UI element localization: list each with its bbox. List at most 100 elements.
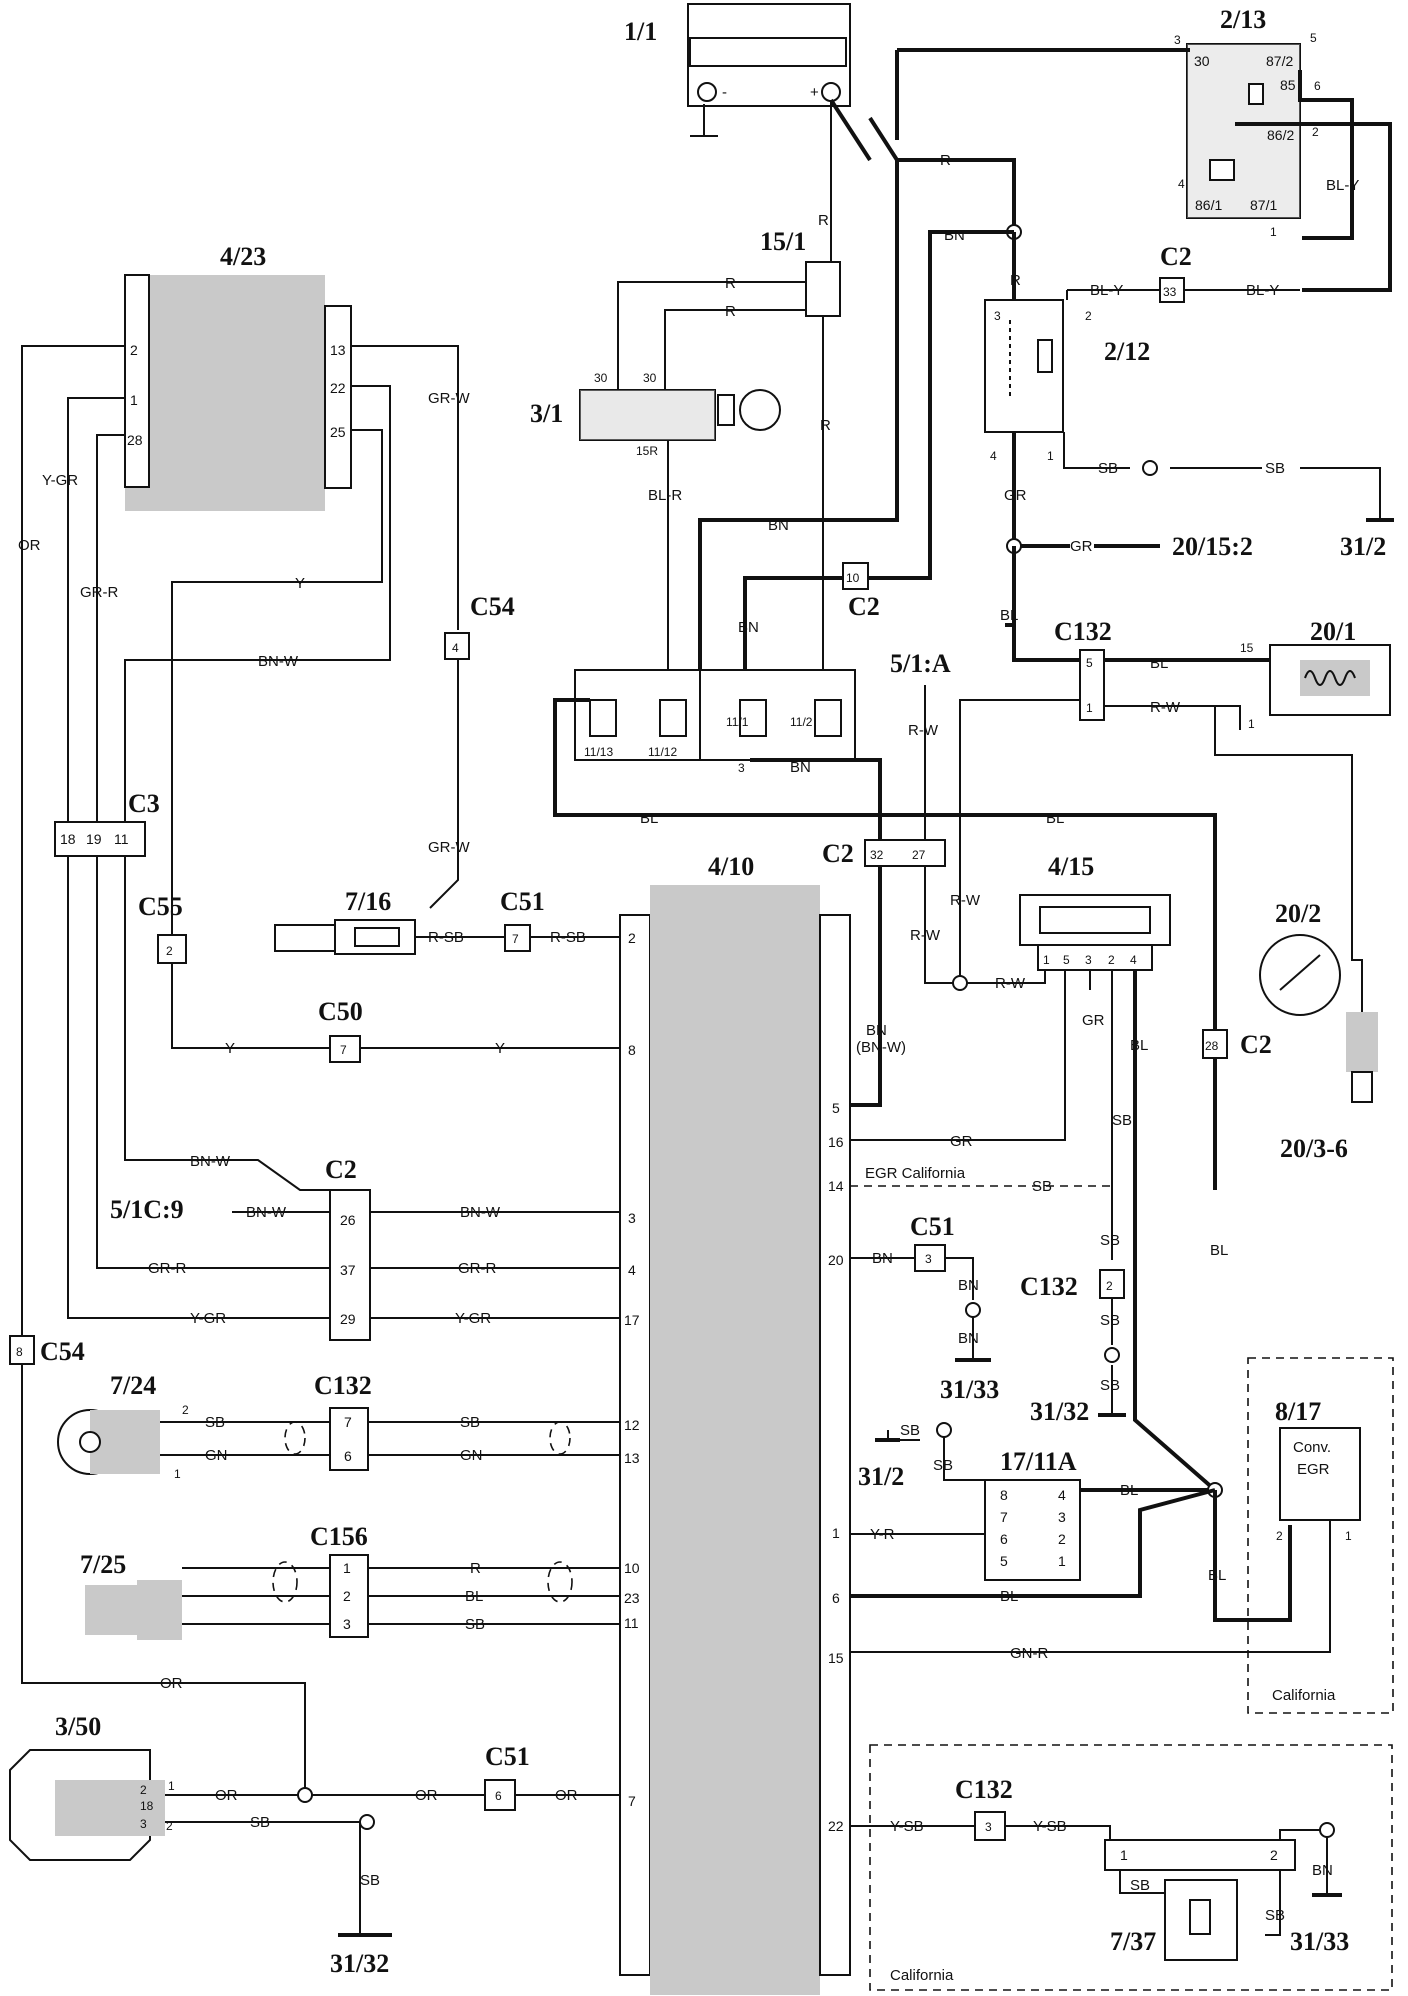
relay-2-13 [1186, 43, 1301, 219]
svg-text:6: 6 [344, 1448, 352, 1464]
svg-text:California: California [1272, 1687, 1336, 1704]
svg-text:EGR California: EGR California [865, 1165, 966, 1182]
svg-text:Y: Y [295, 575, 305, 592]
svg-text:2: 2 [343, 1588, 351, 1604]
svg-text:3: 3 [343, 1616, 351, 1632]
label-c132-b: C132 [314, 1371, 372, 1400]
svg-text:R-SB: R-SB [428, 929, 464, 946]
svg-text:2: 2 [182, 1403, 189, 1417]
label-31-33-a: 31/33 [940, 1375, 999, 1404]
solenoid-7-37 [1164, 1879, 1238, 1961]
svg-text:Conv.: Conv. [1293, 1439, 1331, 1456]
svg-text:3: 3 [628, 1210, 636, 1226]
label-c51-c: C51 [485, 1742, 530, 1771]
svg-text:12: 12 [624, 1417, 640, 1433]
svg-text:GR: GR [1070, 538, 1093, 555]
egr-valve-bar [1104, 1839, 1296, 1871]
svg-text:15: 15 [1240, 641, 1254, 655]
label-c132-c: C132 [1020, 1272, 1078, 1301]
c54-b [9, 1335, 35, 1365]
label-31-2-b: 31/2 [858, 1462, 904, 1491]
svg-text:SB: SB [460, 1414, 480, 1431]
svg-text:BN: BN [944, 227, 965, 244]
svg-text:GR-R: GR-R [148, 1260, 186, 1277]
svg-text:13: 13 [330, 342, 346, 358]
svg-text:6: 6 [495, 1789, 502, 1803]
svg-text:5: 5 [1063, 953, 1070, 967]
svg-text:SB: SB [360, 1872, 380, 1889]
c3-connector [54, 821, 146, 857]
svg-text:20: 20 [828, 1252, 844, 1268]
svg-text:OR: OR [215, 1787, 238, 1804]
svg-text:R-W: R-W [1150, 699, 1181, 716]
svg-text:BL: BL [1150, 655, 1168, 672]
svg-text:R-W: R-W [908, 722, 939, 739]
gauge-20-2 [1259, 934, 1341, 1016]
switch-3-50 [9, 1749, 165, 1861]
svg-text:R: R [1010, 272, 1021, 289]
svg-text:11/13: 11/13 [584, 745, 613, 759]
c2-pin-28 [1202, 1029, 1228, 1059]
svg-text:3: 3 [738, 761, 745, 775]
svg-text:11/1: 11/1 [726, 715, 749, 729]
svg-text:SB: SB [250, 1814, 270, 1831]
california-box-2 [869, 1744, 1393, 1991]
svg-text:BL-Y: BL-Y [1326, 177, 1359, 194]
svg-text:1: 1 [174, 1467, 181, 1481]
svg-text:BL: BL [640, 810, 658, 827]
svg-text:BN: BN [768, 517, 789, 534]
svg-text:27: 27 [912, 848, 926, 862]
label-c2-c: C2 [822, 839, 854, 868]
c2-pin-33 [1159, 277, 1185, 303]
sensor-7-25 [85, 1580, 182, 1640]
svg-text:R: R [818, 212, 829, 229]
label-3-50: 3/50 [55, 1712, 101, 1741]
label-c54-a: C54 [470, 592, 515, 621]
svg-text:R: R [725, 303, 736, 320]
label-c51-b: C51 [910, 1212, 955, 1241]
svg-text:28: 28 [1205, 1039, 1219, 1053]
svg-text:4: 4 [990, 449, 997, 463]
svg-text:1: 1 [1058, 1553, 1066, 1569]
svg-text:33: 33 [1163, 285, 1177, 299]
c2-pin-10 [842, 562, 869, 590]
svg-text:BL-Y: BL-Y [1090, 282, 1123, 299]
svg-text:R-SB: R-SB [550, 929, 586, 946]
label-c2-e: C2 [325, 1155, 357, 1184]
svg-text:18: 18 [60, 831, 76, 847]
label-1-1: 1/1 [624, 17, 657, 46]
svg-text:19: 19 [86, 831, 102, 847]
svg-text:1: 1 [1043, 953, 1050, 967]
svg-text:30: 30 [643, 371, 657, 385]
pin-87-2: 87/2 [1266, 53, 1293, 69]
pin-r2: 2 [1312, 125, 1319, 139]
label-5-1c9: 5/1C:9 [110, 1195, 184, 1224]
connector-17-11a [984, 1479, 1081, 1581]
svg-text:SB: SB [1265, 460, 1285, 477]
label-20-1: 20/1 [1310, 617, 1356, 646]
svg-text:BN: BN [1312, 1862, 1333, 1879]
svg-text:1: 1 [343, 1560, 351, 1576]
label-7-37: 7/37 [1110, 1927, 1156, 1956]
label-c54-b: C54 [40, 1337, 85, 1366]
svg-text:15R: 15R [636, 444, 658, 458]
svg-text:28: 28 [127, 432, 143, 448]
label-4-23: 4/23 [220, 242, 266, 271]
svg-text:SB: SB [1100, 1232, 1120, 1249]
sensor-20-1 [1269, 644, 1391, 716]
svg-text:SB: SB [205, 1414, 225, 1431]
svg-text:1: 1 [832, 1525, 840, 1541]
svg-text:Y: Y [225, 1040, 235, 1057]
c51-c [484, 1779, 516, 1811]
c132-d [974, 1811, 1006, 1841]
label-31-2-a: 31/2 [1340, 532, 1386, 561]
sensor-7-16 [274, 919, 416, 955]
svg-text:7: 7 [628, 1793, 636, 1809]
svg-text:3: 3 [925, 1252, 932, 1266]
svg-text:BL-Y: BL-Y [1246, 282, 1279, 299]
svg-text:OR: OR [415, 1787, 438, 1804]
svg-text:BL: BL [465, 1588, 483, 1605]
svg-text:2: 2 [1106, 1279, 1113, 1293]
svg-text:OR: OR [18, 537, 41, 554]
